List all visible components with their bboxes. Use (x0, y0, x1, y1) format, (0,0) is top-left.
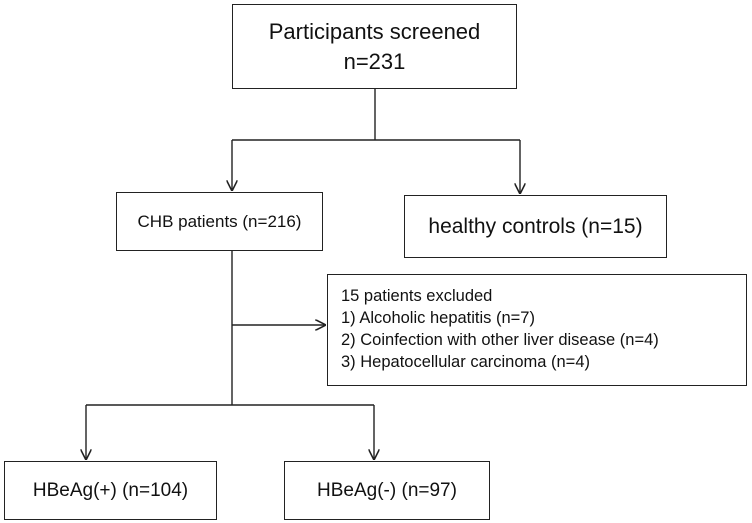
chb-label: CHB patients (n=216) (137, 211, 302, 231)
hbeag-neg-box: HBeAg(-) (n=97) (284, 461, 490, 520)
hbeag-pos-label: HBeAg(+) (n=104) (32, 479, 189, 501)
screened-box: Participants screened n=231 (232, 4, 517, 89)
controls-box: healthy controls (n=15) (404, 195, 667, 258)
hbeag-pos-box: HBeAg(+) (n=104) (4, 461, 217, 520)
excluded-box: 15 patients excluded 1) Alcoholic hepati… (327, 274, 747, 386)
screened-title: Participants screened (268, 18, 481, 44)
excluded-item: 3) Hepatocellular carcinoma (n=4) (341, 353, 590, 371)
hbeag-neg-label: HBeAg(-) (n=97) (317, 479, 457, 501)
chb-box: CHB patients (n=216) (116, 192, 323, 251)
excluded-item: 2) Coinfection with other liver disease … (341, 331, 659, 349)
excluded-item: 1) Alcoholic hepatitis (n=7) (341, 309, 535, 327)
excluded-title: 15 patients excluded (341, 287, 493, 305)
screened-count: n=231 (343, 48, 406, 74)
controls-label: healthy controls (n=15) (428, 214, 643, 238)
